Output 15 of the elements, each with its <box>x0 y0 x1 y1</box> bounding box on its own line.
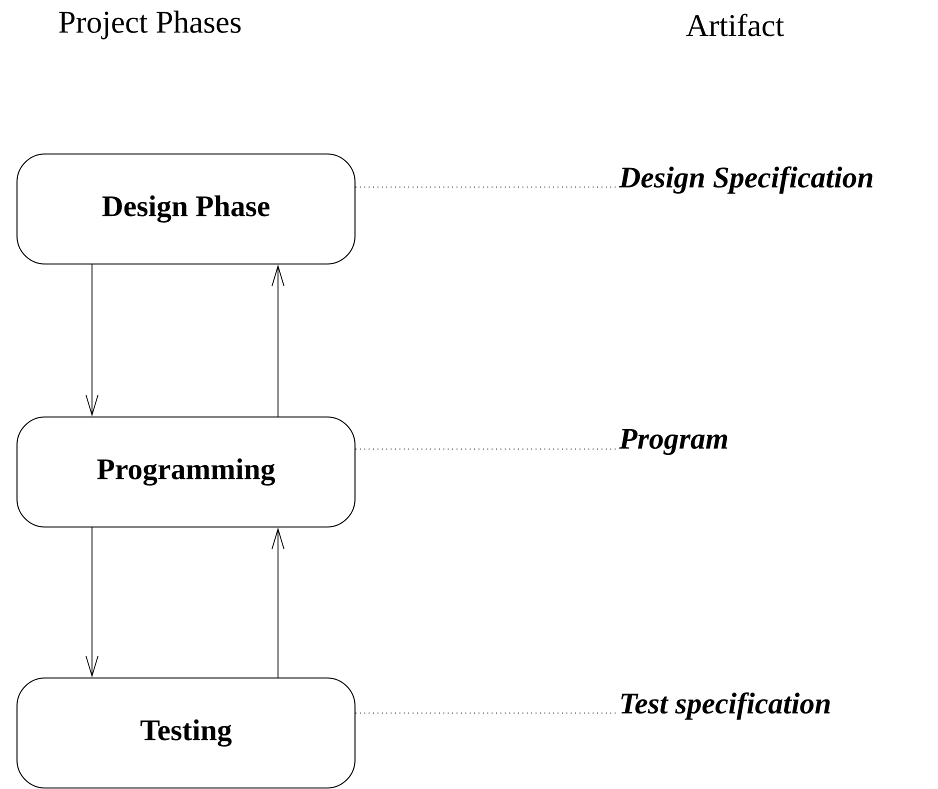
phase-box: Design Phase <box>16 153 356 265</box>
dotted-line <box>355 712 618 714</box>
arrow <box>272 264 284 417</box>
phase-box: Programming <box>16 416 356 528</box>
column-heading: Project Phases <box>59 10 241 40</box>
dotted-line <box>355 448 618 450</box>
column-heading: Artifact <box>686 14 784 36</box>
phase-box: Testing <box>16 677 356 789</box>
arrow <box>272 528 284 678</box>
artifact-label: Program <box>619 429 728 455</box>
artifact-label: Test specification <box>621 692 830 720</box>
artifact-label: Design Specification <box>618 166 872 194</box>
dotted-line <box>355 186 618 188</box>
arrow <box>86 264 98 416</box>
arrow <box>86 527 98 678</box>
